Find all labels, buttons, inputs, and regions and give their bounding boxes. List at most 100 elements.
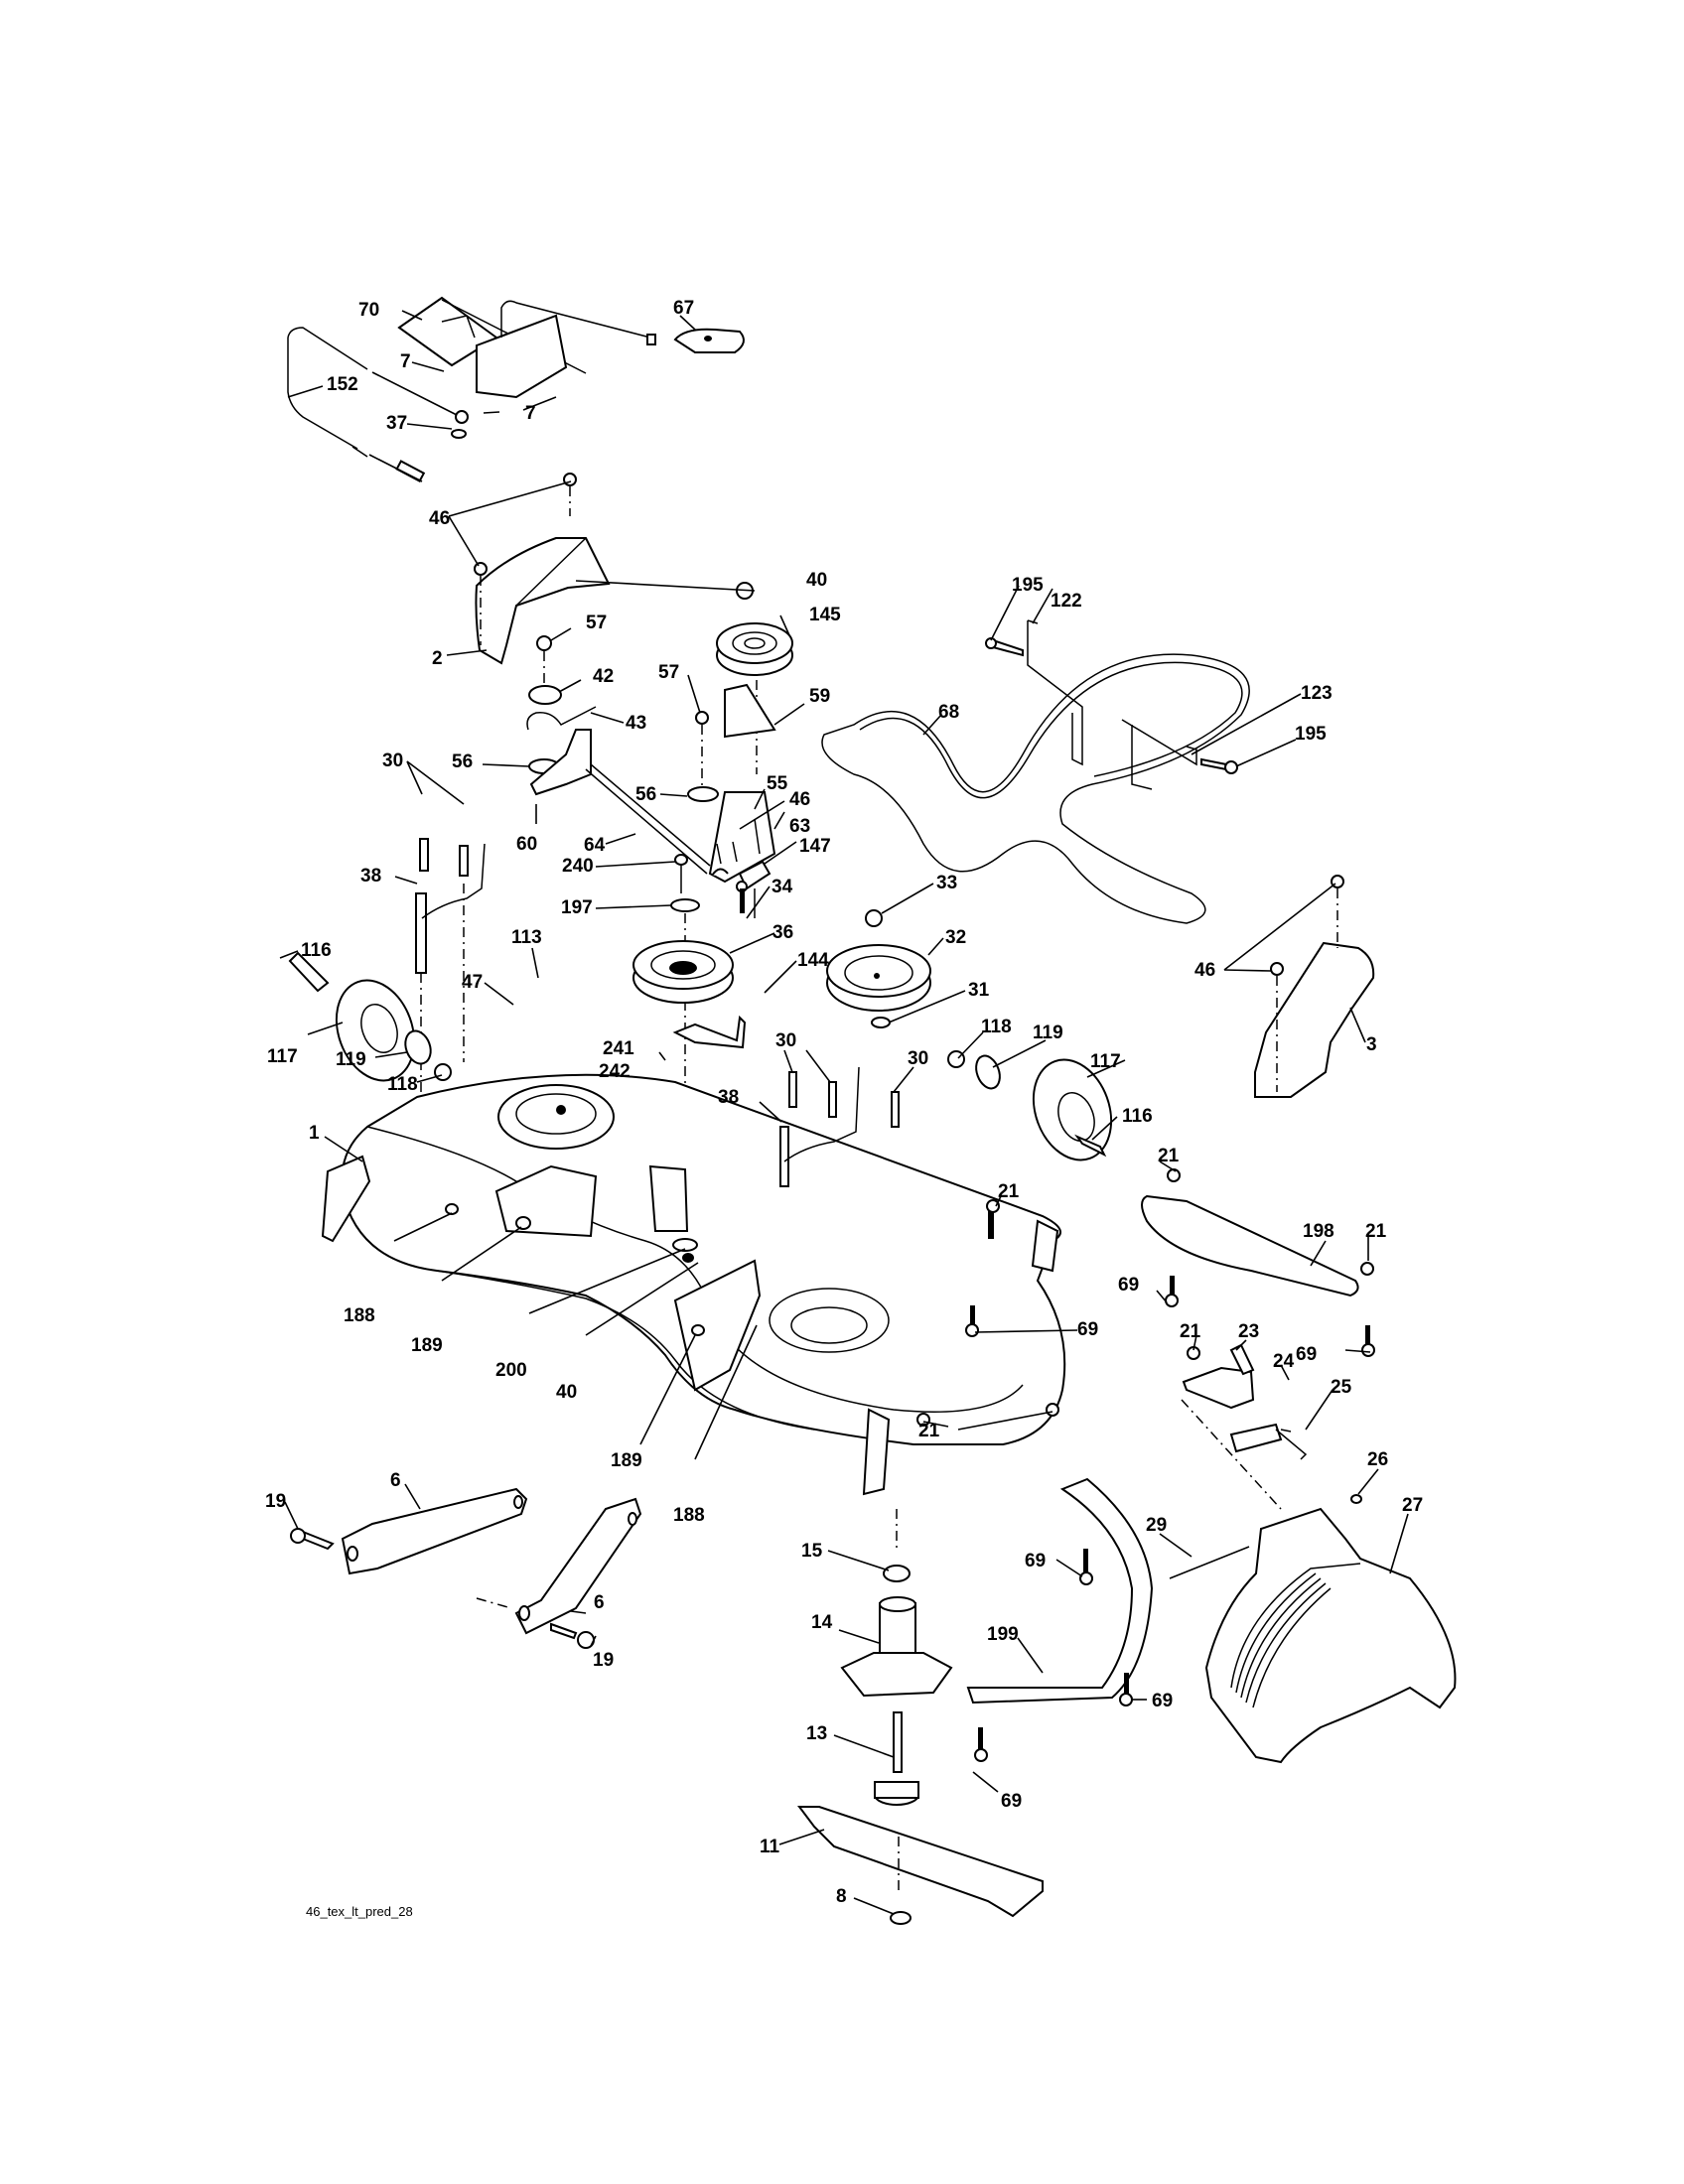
leader-lines <box>279 310 1409 1915</box>
callout-117: 117 <box>267 1046 298 1067</box>
callout-38: 38 <box>360 866 381 887</box>
callout-46: 46 <box>429 508 450 529</box>
callout-69: 69 <box>1001 1791 1022 1812</box>
callout-2: 2 <box>432 648 443 669</box>
callout-3: 3 <box>1366 1034 1377 1055</box>
callout-200: 200 <box>495 1360 527 1381</box>
chute-bracket <box>1181 1343 1308 1510</box>
gauge-wheel-right <box>947 1050 1113 1161</box>
callout-123: 123 <box>1301 683 1333 704</box>
callout-21: 21 <box>918 1421 940 1441</box>
callout-21: 21 <box>1365 1221 1387 1242</box>
callout-113: 113 <box>511 927 542 948</box>
callout-67: 67 <box>673 298 694 319</box>
callout-30: 30 <box>775 1030 796 1051</box>
callout-34: 34 <box>772 877 793 897</box>
callout-6: 6 <box>390 1470 401 1491</box>
callout-6: 6 <box>594 1592 605 1613</box>
callout-37: 37 <box>386 413 407 434</box>
callout-30: 30 <box>908 1048 928 1069</box>
callout-197: 197 <box>561 897 593 918</box>
deck-links <box>290 1487 642 1649</box>
callout-21: 21 <box>1158 1146 1180 1166</box>
callout-46: 46 <box>1194 960 1215 981</box>
discharge-chute <box>1169 1494 1457 1764</box>
callout-199: 199 <box>987 1624 1019 1645</box>
callout-118: 118 <box>387 1074 418 1095</box>
idler-pulley-lower <box>632 854 748 1171</box>
callout-64: 64 <box>584 835 606 856</box>
baffle-198 <box>1141 1168 1375 1357</box>
baffle-199 <box>966 1477 1154 1762</box>
callout-188: 188 <box>344 1305 375 1326</box>
callout-69: 69 <box>1077 1319 1098 1340</box>
callout-189: 189 <box>611 1450 642 1471</box>
callout-60: 60 <box>516 834 537 855</box>
callout-198: 198 <box>1303 1221 1334 1242</box>
callout-36: 36 <box>772 922 793 943</box>
callout-116: 116 <box>301 940 332 961</box>
spindle-assembly <box>797 1509 1044 1925</box>
callout-13: 13 <box>806 1723 827 1744</box>
callout-55: 55 <box>767 773 788 794</box>
callout-7: 7 <box>400 351 411 372</box>
callout-11: 11 <box>760 1837 780 1857</box>
callout-19: 19 <box>593 1650 614 1671</box>
callout-117: 117 <box>1090 1051 1121 1072</box>
callout-42: 42 <box>593 666 614 687</box>
callout-69: 69 <box>1025 1551 1046 1571</box>
callout-15: 15 <box>801 1541 823 1562</box>
gauge-wheel-left <box>288 951 452 1082</box>
callout-30: 30 <box>382 751 403 771</box>
callout-25: 25 <box>1331 1377 1352 1398</box>
belt-guard-left <box>474 473 611 665</box>
callout-31: 31 <box>968 980 990 1001</box>
callout-122: 122 <box>1051 591 1082 612</box>
callout-14: 14 <box>811 1612 833 1633</box>
callout-56: 56 <box>635 784 656 805</box>
callout-144: 144 <box>797 950 829 971</box>
callout-21: 21 <box>1180 1321 1201 1342</box>
callout-46: 46 <box>789 789 810 810</box>
callout-38: 38 <box>718 1087 739 1108</box>
callout-40: 40 <box>806 570 827 591</box>
callout-57: 57 <box>658 662 679 683</box>
callout-69: 69 <box>1296 1344 1317 1365</box>
deck-hanger-right <box>779 1066 900 1187</box>
callout-147: 147 <box>799 836 831 857</box>
callout-63: 63 <box>789 816 810 837</box>
callout-32: 32 <box>945 927 966 948</box>
callout-43: 43 <box>626 713 646 734</box>
callout-1: 1 <box>309 1123 320 1144</box>
v-belt <box>821 653 1250 924</box>
callout-118: 118 <box>981 1017 1012 1037</box>
callout-242: 242 <box>599 1061 631 1082</box>
callout-24: 24 <box>1273 1351 1295 1372</box>
idler-pulley-assembly <box>687 582 793 918</box>
callout-7: 7 <box>525 403 536 424</box>
callout-27: 27 <box>1402 1495 1423 1516</box>
callout-40: 40 <box>556 1382 577 1403</box>
callout-labels: 70 67 7 7 152 37 46 2 40 145 57 42 43 57… <box>265 298 1423 1907</box>
callout-8: 8 <box>836 1886 847 1907</box>
deck-hanger-left <box>415 838 486 1102</box>
callout-23: 23 <box>1238 1321 1259 1342</box>
callout-119: 119 <box>1033 1023 1063 1043</box>
callout-69: 69 <box>1118 1275 1139 1296</box>
deck-housing <box>321 1073 1066 1496</box>
callout-19: 19 <box>265 1491 286 1512</box>
callout-57: 57 <box>586 613 607 633</box>
callout-188: 188 <box>673 1505 705 1526</box>
callout-195: 195 <box>1012 575 1044 596</box>
callout-68: 68 <box>938 702 959 723</box>
callout-69: 69 <box>1152 1691 1173 1711</box>
callout-116: 116 <box>1122 1106 1153 1127</box>
callout-145: 145 <box>809 605 841 625</box>
lift-lever-assembly <box>287 296 745 482</box>
callout-241: 241 <box>603 1038 634 1059</box>
callout-33: 33 <box>936 873 957 893</box>
idler-arm-assembly <box>526 635 711 875</box>
callout-56: 56 <box>452 751 473 772</box>
belt-guard-right <box>1254 875 1375 1098</box>
callout-70: 70 <box>358 300 379 321</box>
